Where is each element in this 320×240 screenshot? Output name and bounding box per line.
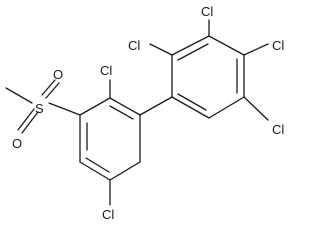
bond-s-o-double [45,82,60,99]
atom-cl-ring-b-lower-right: Cl [272,122,284,137]
ring-b-bond [208,35,245,56]
atom-oxygen-upper: O [53,67,63,82]
ring-b-bond [171,35,210,56]
structure-diagram: Cl Cl S O O Cl Cl Cl Cl [5,4,284,222]
atom-oxygen-lower: O [12,136,22,151]
atom-cl-ring-a-top: Cl [100,63,112,78]
ring-b-inner-bond [177,93,207,111]
bond-to-cl [243,96,269,121]
bonds [5,19,269,206]
atom-cl-ring-b-top: Cl [201,4,213,19]
atom-labels: Cl Cl S O O Cl Cl Cl Cl [12,4,284,222]
atom-sulfur: S [35,101,44,116]
bond-to-sulfur [48,102,81,116]
ring-a-bond [79,97,111,116]
bond-to-cl [243,43,269,56]
bond-s-o-double [21,111,39,134]
ring-b-bond [171,96,210,119]
ring-b-bond [208,96,245,119]
atom-cl-ring-b-upper-left: Cl [128,38,140,53]
bond-to-cl [149,43,173,56]
ring-a-inner-bond [109,105,134,120]
atom-cl-ring-a-bottom: Cl [102,207,114,222]
bond-s-o-double [17,108,35,131]
ring-a-bond [109,161,141,181]
ring-a-bond [109,97,141,116]
bond-s-o-double [41,79,56,96]
atom-cl-ring-b-right: Cl [272,38,284,53]
biaryl-bond [139,96,173,116]
bond-to-methyl [5,87,33,104]
ring-a-bond [79,161,111,181]
ring-b-inner-bond [177,43,209,61]
ring-a-inner-bond [85,157,110,173]
